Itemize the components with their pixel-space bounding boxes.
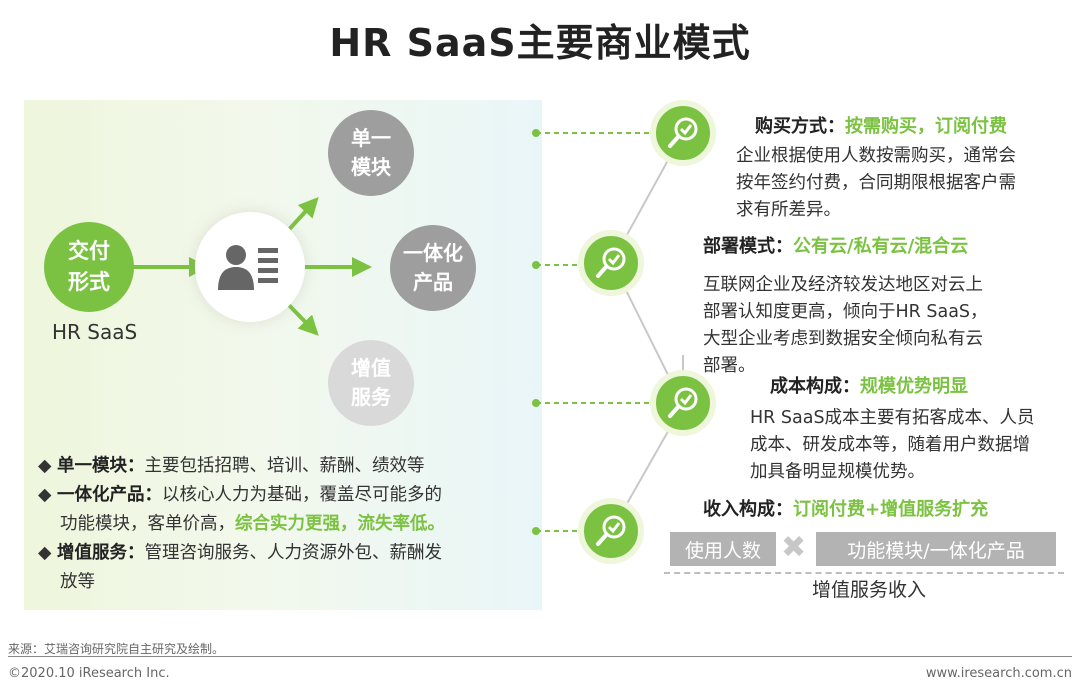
delivery-hub-circle: 交付形式 — [44, 222, 134, 312]
body-line: 企业根据使用人数按需购买，通常会 — [736, 146, 1016, 166]
integrated-line2: 产品 — [413, 270, 453, 294]
bullet-text: 主要包括招聘、培训、薪酬、绩效等 — [144, 456, 425, 476]
body-line: 按年签约付费，合同期限根据客户需 — [736, 173, 1016, 193]
block-deployment: 部署模式：公有云/私有云/混合云 — [703, 232, 1063, 258]
block-head: 购买方式：按需购买，订阅付费 — [755, 112, 1065, 138]
node-cost — [650, 370, 716, 436]
site-url: www.iresearch.com.cn — [925, 666, 1072, 681]
bullet-text: 功能模块，客单价高， — [60, 514, 235, 534]
formula-bottom-label: 增值服务收入 — [812, 579, 927, 601]
body-line: 互联网企业及经济较发达地区对云上 — [703, 275, 983, 295]
formula-divider — [664, 572, 1064, 574]
block-head: 部署模式：公有云/私有云/混合云 — [703, 232, 1063, 258]
hub-line1: 交付 — [68, 239, 110, 263]
arrow-center-to-value — [282, 298, 319, 336]
block-purchase-body: 企业根据使用人数按需购买，通常会 按年签约付费，合同期限根据客户需 求有所差异。 — [736, 143, 1066, 224]
bullet-marker: ◆ — [38, 485, 52, 505]
bullet-marker: ◆ — [38, 456, 52, 476]
bullet-marker: ◆ — [38, 543, 52, 563]
body-line: HR SaaS成本主要有拓客成本、人员 — [750, 408, 1035, 428]
multiply-icon: ✖ — [781, 530, 807, 565]
head-key: 成本构成： — [770, 376, 860, 397]
value-line2: 服务 — [351, 385, 391, 409]
block-cost-body: HR SaaS成本主要有拓客成本、人员 成本、研发成本等，随着用户数据增 加具备… — [750, 405, 1075, 486]
head-value: 按需购买，订阅付费 — [845, 116, 1007, 137]
body-line: 求有所差异。 — [736, 200, 841, 220]
bullet-value-added: ◆ 增值服务：管理咨询服务、人力资源外包、薪酬发 — [38, 539, 528, 568]
node-deployment — [578, 230, 644, 296]
integrated-line1: 一体化 — [403, 241, 463, 265]
node-revenue — [578, 498, 644, 564]
bullet-integrated-cont: 功能模块，客单价高，综合实力更强，流失率低。 — [38, 510, 528, 539]
bullet-key: 一体化产品： — [57, 485, 163, 505]
body-line: 部署认知度更高，倾向于HR SaaS， — [703, 302, 988, 322]
block-head: 收入构成：订阅付费+增值服务扩充 — [703, 495, 1063, 521]
bullet-text: 以核心人力为基础，覆盖尽可能多的 — [162, 485, 443, 505]
head-key: 部署模式： — [703, 236, 793, 257]
bullet-single: ◆ 单一模块：主要包括招聘、培训、薪酬、绩效等 — [38, 452, 528, 481]
bullet-integrated: ◆ 一体化产品：以核心人力为基础，覆盖尽可能多的 — [38, 481, 528, 510]
search-check-icon — [596, 247, 626, 278]
user-list-icon — [218, 245, 278, 290]
bullet-text: 管理咨询服务、人力资源外包、薪酬发 — [144, 543, 443, 563]
body-line: 加具备明显规模优势。 — [750, 462, 925, 482]
center-circle — [195, 212, 305, 322]
left-panel — [24, 100, 542, 610]
bullet-list: ◆ 单一模块：主要包括招聘、培训、薪酬、绩效等 ◆ 一体化产品：以核心人力为基础… — [38, 452, 528, 597]
formula-modules-box: 功能模块/一体化产品 — [816, 532, 1056, 566]
value-line1: 增值 — [351, 356, 391, 380]
bullet-key: 单一模块： — [57, 456, 145, 476]
bullet-value-added-cont: 放等 — [38, 568, 528, 597]
copyright: ©2020.10 iResearch Inc. — [8, 666, 170, 681]
block-head: 成本构成：规模优势明显 — [770, 372, 1070, 398]
body-line: 成本、研发成本等，随着用户数据增 — [750, 435, 1030, 455]
node-purchase — [650, 100, 716, 166]
search-check-icon — [668, 387, 698, 418]
single-line2: 模块 — [351, 155, 391, 179]
head-value: 订阅付费+增值服务扩充 — [793, 499, 989, 520]
bullet-key: 增值服务： — [57, 543, 145, 563]
single-line1: 单一 — [351, 126, 391, 150]
bullet-text: 放等 — [60, 572, 95, 592]
head-key: 购买方式： — [755, 116, 845, 137]
source-note: 来源：艾瑞咨询研究院自主研究及绘制。 — [8, 642, 225, 656]
block-cost: 成本构成：规模优势明显 — [770, 372, 1070, 398]
head-key: 收入构成： — [703, 499, 793, 520]
formula-users-box: 使用人数 — [670, 532, 776, 566]
search-check-icon — [668, 117, 698, 148]
page-title: HR SaaS主要商业模式 — [329, 21, 751, 65]
search-check-icon — [596, 515, 626, 546]
hub-line2: 形式 — [68, 270, 110, 294]
module-integrated-circle: 一体化产品 — [390, 225, 476, 311]
head-value: 规模优势明显 — [860, 376, 968, 397]
block-revenue: 收入构成：订阅付费+增值服务扩充 — [703, 495, 1063, 521]
head-value: 公有云/私有云/混合云 — [793, 236, 969, 257]
module-value-added-circle: 增值服务 — [328, 340, 414, 426]
block-deployment-body: 互联网企业及经济较发达地区对云上 部署认知度更高，倾向于HR SaaS， 大型企… — [703, 272, 1063, 380]
bullet-highlight: 综合实力更强，流失率低。 — [235, 514, 445, 534]
block-purchase: 购买方式：按需购买，订阅付费 — [755, 112, 1065, 138]
footer-divider — [8, 656, 1072, 657]
body-line: 大型企业考虑到数据安全倾向私有云 — [703, 329, 983, 349]
module-single-circle: 单一模块 — [328, 110, 414, 196]
body-line: 部署。 — [703, 356, 756, 376]
hub-caption: HR SaaS — [52, 320, 138, 344]
